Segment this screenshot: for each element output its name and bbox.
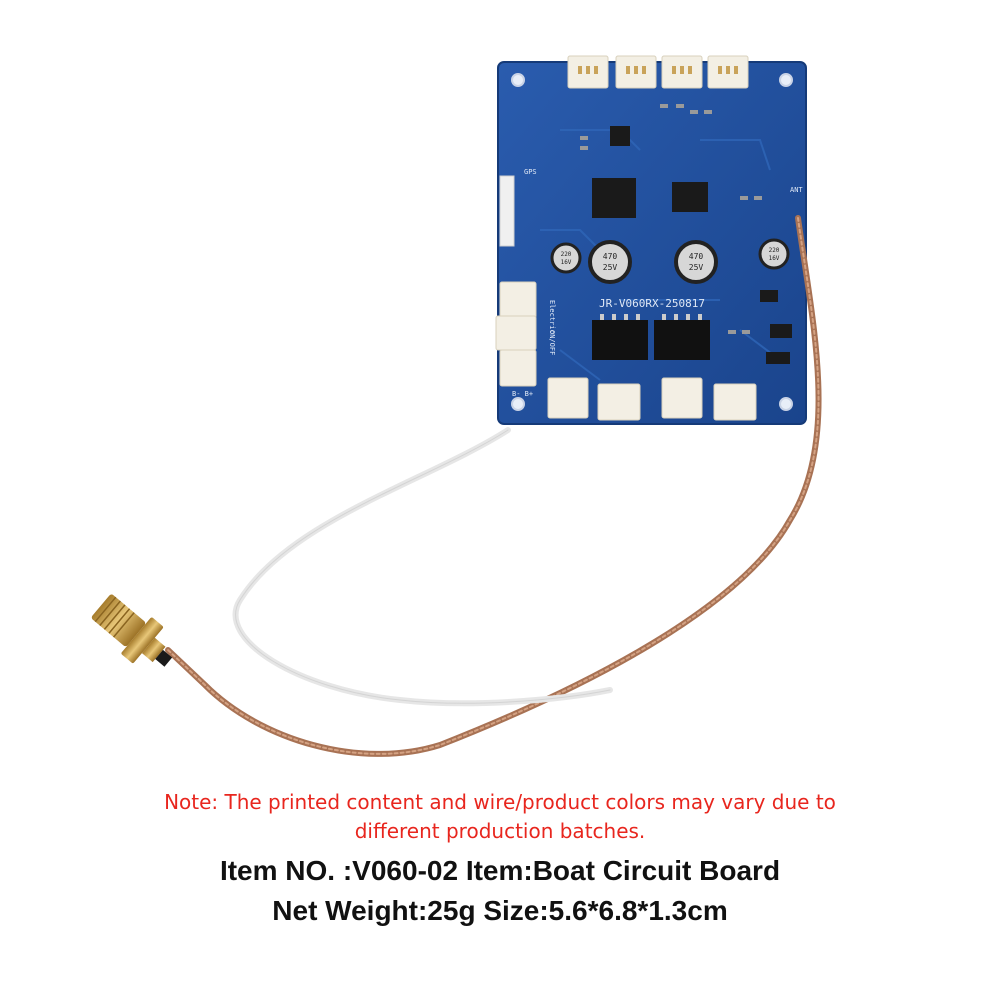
capacitor-4-voltage: 16V — [769, 255, 780, 262]
sma-connector — [91, 594, 173, 667]
spec-line: Net Weight:25g Size:5.6*6.8*1.3cm — [272, 895, 728, 926]
pcb-board: 470 25V 470 25V 220 16V 220 16V J — [495, 55, 807, 425]
bottom-connectors — [547, 377, 757, 421]
electric-label: Electric — [548, 300, 556, 334]
left-connectors — [495, 175, 537, 387]
antenna-cable — [165, 215, 822, 757]
capacitor-2-value: 470 — [689, 252, 704, 261]
board-silkscreen-label: JR-V060RX-250817 — [599, 297, 705, 310]
disclaimer-note: Note: The printed content and wire/produ… — [100, 788, 900, 846]
note-line-2: different production batches. — [354, 819, 646, 843]
capacitor-3-value: 220 — [561, 251, 572, 258]
ant-label: ANT — [790, 186, 803, 194]
white-wire — [232, 427, 613, 707]
battery-label: B- B+ — [512, 390, 533, 398]
capacitor-2-voltage: 25V — [689, 263, 704, 272]
top-connectors — [567, 55, 749, 89]
item-number-line: Item NO. :V060-02 Item:Boat Circuit Boar… — [219, 855, 781, 886]
capacitor-1-voltage: 25V — [603, 263, 618, 272]
note-line-1: Note: The printed content and wire/produ… — [164, 790, 836, 814]
capacitor-3-voltage: 16V — [561, 259, 572, 266]
circuit-board-photo: 470 25V 470 25V 220 16V 220 16V J — [91, 55, 822, 757]
onoff-label: ON/OFF — [548, 330, 556, 355]
capacitor-4-value: 220 — [769, 247, 780, 254]
capacitor-1-value: 470 — [603, 252, 618, 261]
electrolytic-capacitors — [550, 238, 790, 284]
gps-label: GPS — [524, 168, 537, 176]
ic-chips — [592, 126, 792, 364]
